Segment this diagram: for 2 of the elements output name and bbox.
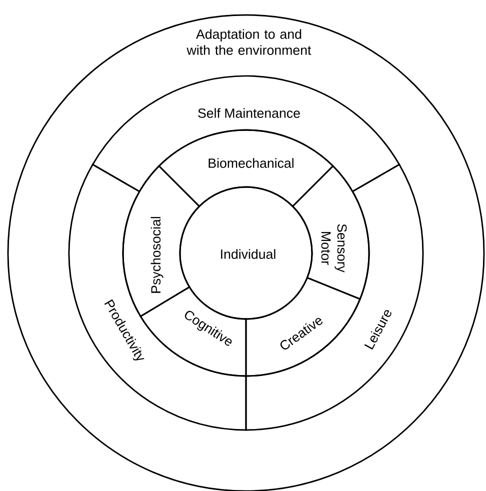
ring-segment: Biomechanical bbox=[158, 129, 334, 208]
ring-segment: Sensory Motor bbox=[292, 165, 370, 300]
